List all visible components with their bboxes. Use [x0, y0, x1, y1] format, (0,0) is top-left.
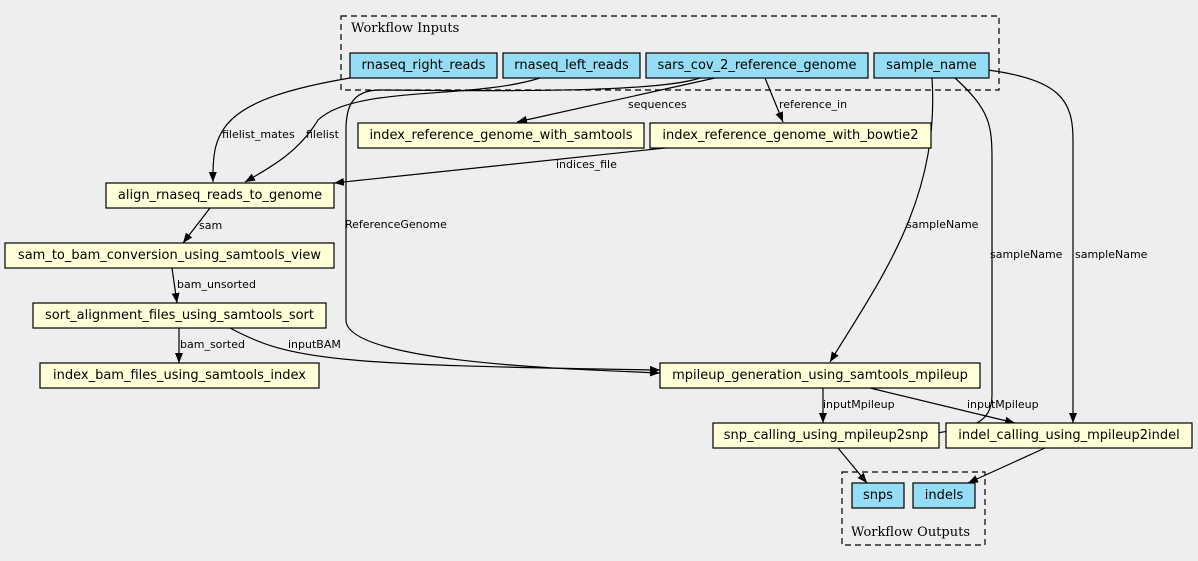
node-index-reference-genome-with-bowtie2-label: index_reference_genome_with_bowtie2	[662, 128, 918, 143]
edge-bowtie2-to-align	[333, 147, 666, 186]
node-sars-cov-2-reference-genome-label: sars_cov_2_reference_genome	[657, 58, 856, 73]
node-snps-label: snps	[863, 488, 893, 503]
edge-align-to-sam-to-bam	[182, 207, 211, 244]
node-indel-calling[interactable]: indel_calling_using_mpileup2indel	[945, 422, 1193, 449]
node-index-reference-genome-with-samtools-label: index_reference_genome_with_samtools	[369, 128, 632, 143]
node-indels-label: indels	[925, 488, 964, 503]
edge-sort-to-mpileup	[229, 327, 661, 374]
node-sample-name-label: sample_name	[886, 58, 977, 73]
edge-label-filelist: filelist	[306, 128, 340, 141]
node-sample-name[interactable]: sample_name	[873, 52, 990, 79]
node-sars-cov-2-reference-genome[interactable]: sars_cov_2_reference_genome	[645, 52, 869, 79]
edge-left-reads-to-align	[244, 77, 541, 183]
node-sam-to-bam-conversion[interactable]: sam_to_bam_conversion_using_samtools_vie…	[4, 242, 335, 269]
edge-sample-to-mpileup	[829, 77, 934, 363]
node-index-bam-files[interactable]: index_bam_files_using_samtools_index	[39, 362, 320, 389]
node-align-rnaseq-reads-to-genome[interactable]: align_rnaseq_reads_to_genome	[105, 182, 335, 209]
node-index-reference-genome-with-bowtie2[interactable]: index_reference_genome_with_bowtie2	[649, 122, 932, 149]
edge-mpileup-to-indel	[869, 387, 1016, 425]
workflow-inputs-cluster: Workflow Inputs	[340, 15, 1000, 91]
node-index-reference-genome-with-samtools[interactable]: index_reference_genome_with_samtools	[357, 122, 645, 149]
workflow-outputs-cluster: Workflow Outputs	[841, 471, 986, 546]
edge-sam-to-bam-to-sort	[171, 267, 180, 304]
node-indels[interactable]: indels	[912, 482, 976, 509]
node-sort-alignment-files-label: sort_alignment_files_using_samtools_sort	[45, 308, 314, 323]
edge-snp-to-snps	[837, 447, 868, 484]
node-sam-to-bam-conversion-label: sam_to_bam_conversion_using_samtools_vie…	[18, 248, 322, 263]
edge-label-reference-in: reference_in	[779, 98, 847, 111]
node-snp-calling[interactable]: snp_calling_using_mpileup2snp	[712, 422, 940, 449]
node-align-rnaseq-reads-to-genome-label: align_rnaseq_reads_to_genome	[118, 188, 322, 203]
edge-label-input-mpileup-indel: inputMpileup	[967, 398, 1039, 411]
node-index-bam-files-label: index_bam_files_using_samtools_index	[53, 368, 306, 383]
edge-reference-to-bowtie2-index	[764, 77, 784, 123]
edge-reference-to-mpileup	[345, 77, 701, 377]
node-indel-calling-label: indel_calling_using_mpileup2indel	[958, 428, 1179, 443]
node-rnaseq-right-reads-label: rnaseq_right_reads	[362, 58, 486, 73]
edge-label-sample-name-snp: sampleName	[990, 248, 1063, 261]
edge-reference-to-samtools-index	[516, 77, 716, 124]
edge-label-reference-genome: ReferenceGenome	[345, 218, 447, 231]
edge-label-indices-file: indices_file	[556, 158, 617, 171]
edge-sample-to-indel	[987, 69, 1077, 423]
node-rnaseq-right-reads[interactable]: rnaseq_right_reads	[349, 52, 498, 79]
edge-label-input-bam: inputBAM	[288, 338, 341, 351]
workflow-inputs-label: Workflow Inputs	[351, 21, 459, 36]
edge-label-filelist-mates: filelist_mates	[222, 128, 295, 141]
edge-label-bam-unsorted: bam_unsorted	[177, 278, 256, 291]
node-mpileup-generation[interactable]: mpileup_generation_using_samtools_mpileu…	[659, 362, 981, 389]
edge-label-bam-sorted: bam_sorted	[180, 338, 245, 351]
edge-label-input-mpileup-snp: inputMpileup	[823, 398, 895, 411]
node-rnaseq-left-reads[interactable]: rnaseq_left_reads	[502, 52, 641, 79]
node-mpileup-generation-label: mpileup_generation_using_samtools_mpileu…	[672, 368, 968, 383]
node-snps[interactable]: snps	[851, 482, 905, 509]
edge-indel-to-indels	[967, 447, 1046, 484]
edge-labels: filelist_mates filelist sequences refere…	[177, 98, 1148, 411]
edge-right-reads-to-align	[208, 77, 351, 183]
edge-label-sample-name-mpileup: sampleName	[906, 218, 979, 231]
edge-label-sample-name-indel: sampleName	[1075, 248, 1148, 261]
workflow-outputs-label: Workflow Outputs	[851, 525, 970, 540]
node-snp-calling-label: snp_calling_using_mpileup2snp	[724, 428, 928, 443]
node-rnaseq-left-reads-label: rnaseq_left_reads	[514, 58, 629, 73]
edge-label-sequences: sequences	[628, 98, 687, 111]
edge-label-sam: sam	[199, 219, 222, 232]
node-sort-alignment-files[interactable]: sort_alignment_files_using_samtools_sort	[32, 302, 327, 329]
